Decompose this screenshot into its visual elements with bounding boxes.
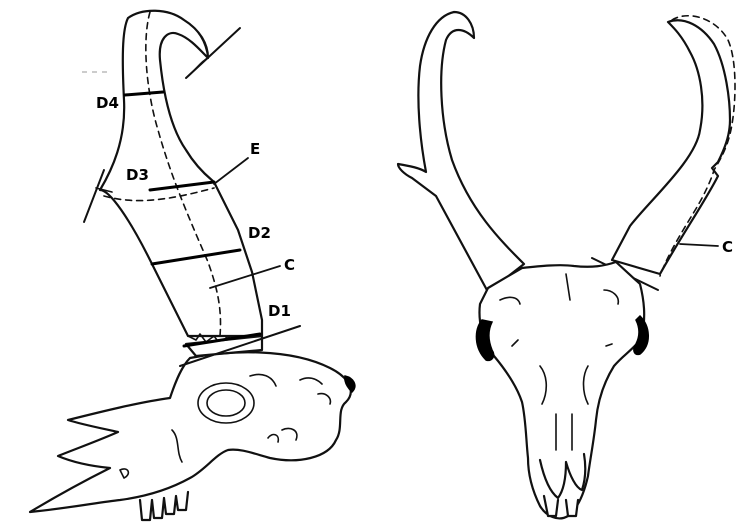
- side-horn-sheath: [100, 11, 262, 336]
- label-d2: D2: [248, 224, 271, 242]
- label-e: E: [250, 140, 260, 158]
- side-view-figure: D4 E D3 D2 C D1: [30, 11, 355, 520]
- e-leader-line: [214, 158, 248, 184]
- label-d1: D1: [268, 302, 291, 320]
- front-view-figure: C: [398, 12, 735, 518]
- c-right-leader-line: [680, 244, 718, 246]
- label-d4: D4: [96, 94, 119, 112]
- side-teeth: [140, 492, 188, 520]
- label-c-left: C: [284, 256, 295, 274]
- front-right-horn: [612, 20, 730, 274]
- front-left-horn: [398, 12, 524, 292]
- side-skull-outline: [30, 352, 351, 512]
- label-d3: D3: [126, 166, 149, 184]
- d3-left-tick: [84, 170, 104, 222]
- label-c-right: C: [722, 238, 733, 256]
